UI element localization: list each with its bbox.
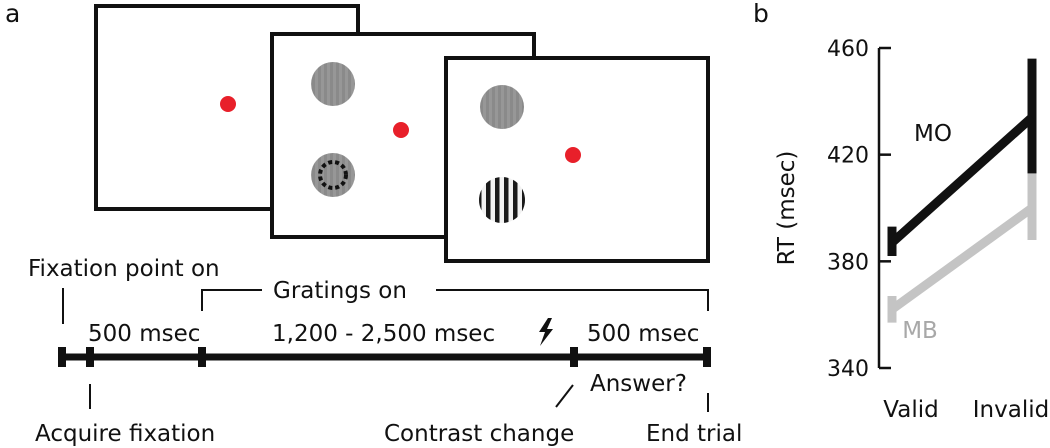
cue-ring [318, 160, 348, 190]
rt-chart: 340 380 420 460 RT (msec) Valid Invalid MB MO [774, 37, 1049, 423]
label-fixation-point-on: Fixation point on [28, 256, 220, 282]
panel-b-label: b [753, 0, 769, 28]
series-label-mb: MB [902, 318, 938, 344]
fixation-dot [565, 147, 581, 163]
grating-bottom-cued [311, 153, 355, 197]
grating-top [480, 85, 524, 129]
panel-a-label: a [5, 0, 20, 28]
y-tick-label-420: 420 [827, 144, 869, 169]
line-mo [888, 113, 1036, 247]
lightning-icon [539, 318, 553, 346]
label-end-trial: End trial [646, 421, 742, 447]
timeline: Fixation point on Gratings on 500 msec 1… [28, 256, 742, 447]
grating-top [311, 62, 355, 106]
x-label-valid: Valid [883, 397, 938, 423]
label-answer: Answer? [590, 371, 687, 397]
fixation-dot [393, 122, 409, 138]
fixation-dot [220, 96, 236, 112]
label-interval-2: 1,200 - 2,500 msec [272, 321, 495, 347]
grating-bottom-changed [479, 177, 525, 223]
series-label-mo: MO [914, 121, 952, 147]
y-tick-label-380: 380 [827, 250, 869, 275]
x-label-invalid: Invalid [973, 397, 1049, 423]
label-interval-1: 500 msec [88, 321, 200, 347]
y-tick-label-460: 460 [827, 37, 869, 62]
label-contrast-change: Contrast change [384, 421, 574, 447]
y-tick-label-340: 340 [827, 357, 869, 382]
y-axis-label: RT (msec) [774, 151, 800, 266]
label-gratings-on: Gratings on [273, 278, 407, 304]
label-acquire-fixation: Acquire fixation [35, 421, 215, 447]
line-mb [889, 204, 1035, 313]
label-interval-3: 500 msec [587, 321, 699, 347]
screen-contrast-change [444, 56, 710, 263]
